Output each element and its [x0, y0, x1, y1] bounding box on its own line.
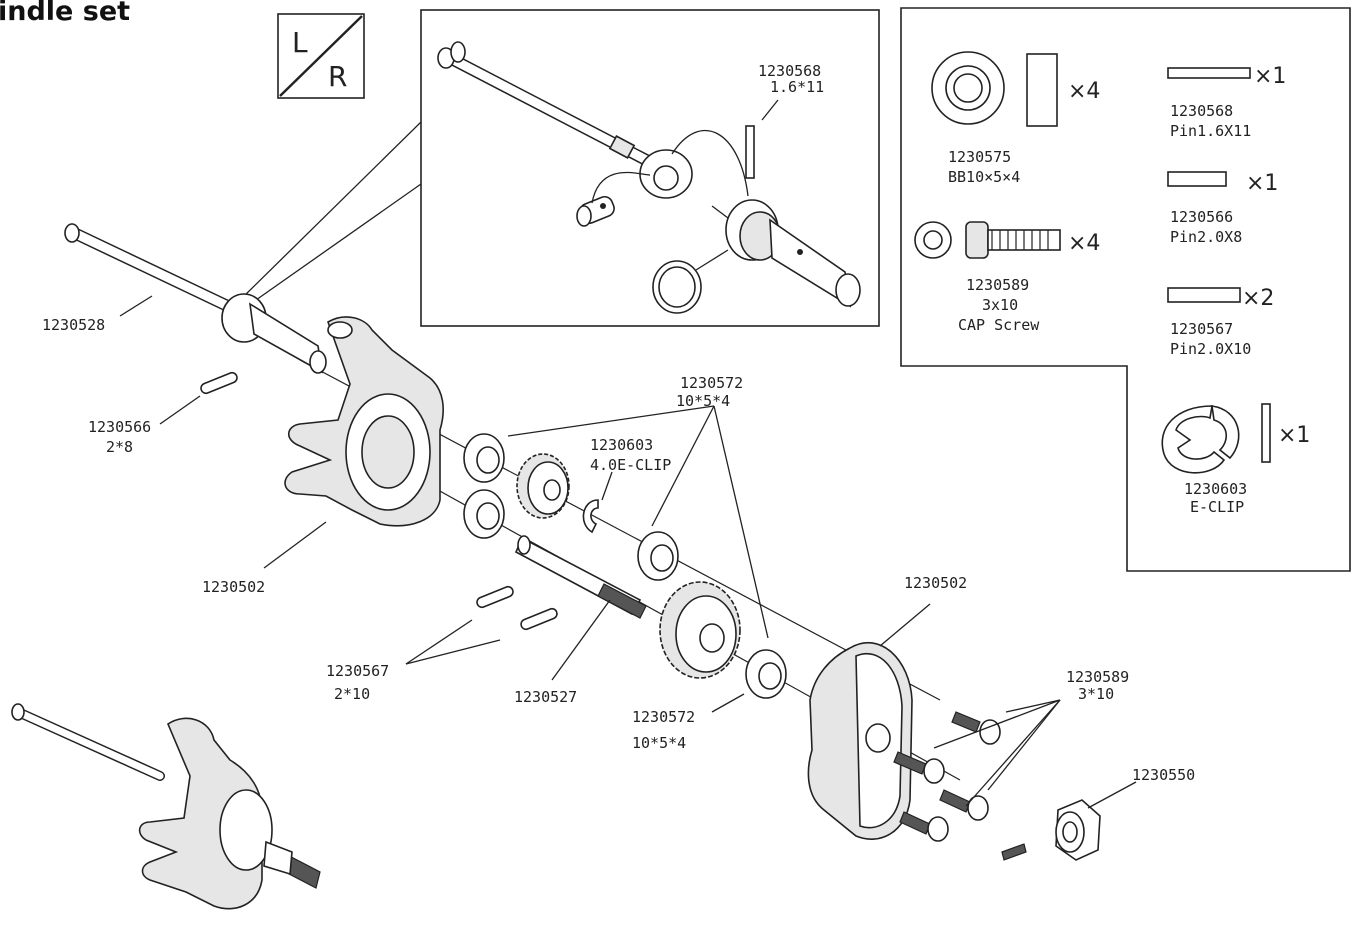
legend-eclip-part-no: 1230603 [1184, 480, 1247, 498]
leader-1230502-left [263, 521, 327, 569]
label-1230572-bottom-part-no: 1230572 [632, 708, 695, 726]
e-clip [582, 499, 599, 534]
leader-1230572-top [507, 405, 769, 639]
wheel-hex [1055, 799, 1101, 861]
bearing-lower [463, 489, 505, 539]
legend-pin-3: ×2 1230567 Pin2.0X10 [1167, 286, 1274, 358]
label-1230528: 1230528 [42, 316, 105, 334]
legend-pin2-qty: ×1 [1246, 171, 1278, 196]
axle-shaft [514, 535, 647, 619]
leader-1230502-right [879, 603, 931, 647]
label-1230572-bottom-spec: 10*5*4 [632, 734, 686, 752]
leader-1230527 [551, 599, 611, 681]
drive-shaft [64, 223, 327, 374]
legend-pin1-spec: Pin1.6X11 [1170, 122, 1251, 140]
legend-e-clip: ×1 1230603 E-CLIP [1161, 403, 1310, 516]
legend-screw-qty: ×4 [1068, 231, 1100, 256]
legend-bearing-spec: BB10×5×4 [948, 168, 1020, 186]
cap-screw-4 [899, 811, 949, 842]
legend-screw-spec: 3x10 [982, 296, 1018, 314]
cap-screw-2 [893, 751, 945, 784]
bearing-outer [745, 649, 787, 699]
legend-eclip-qty: ×1 [1278, 423, 1310, 448]
label-1230502-right: 1230502 [904, 574, 967, 592]
legend-screw-desc: CAP Screw [958, 316, 1040, 334]
large-gear [659, 581, 741, 679]
legend-pin1-qty: ×1 [1254, 64, 1286, 89]
legend-cap-screw: ×4 1230589 3x10 CAP Screw [914, 221, 1100, 334]
leader-1230589 [933, 699, 1061, 807]
assembled-view [11, 703, 321, 910]
label-1230603-part-no: 1230603 [590, 436, 653, 454]
legend-screw-part-no: 1230589 [966, 276, 1029, 294]
bearing-middle [637, 531, 679, 581]
detail-inset: 1230568 1.6*11 [239, 9, 880, 327]
cap-screw-3 [939, 789, 989, 821]
detail-retaining-ring [652, 249, 729, 314]
label-1230603-spec: 4.0E-CLIP [590, 456, 671, 474]
small-gear [516, 453, 570, 519]
gear-housing-cover [807, 641, 913, 840]
bearing-upper [463, 433, 505, 483]
leader-1230603 [601, 471, 613, 501]
leader-1230550 [1087, 781, 1137, 809]
detail-cross-pin [576, 171, 651, 227]
pin-1230567-a [476, 585, 514, 609]
label-1230527: 1230527 [514, 688, 577, 706]
legend-pin3-part-no: 1230567 [1170, 320, 1233, 338]
pin-1230566 [200, 371, 238, 395]
legend-pin2-part-no: 1230566 [1170, 208, 1233, 226]
detail-pin-part-no: 1230568 [758, 62, 821, 80]
parts-legend: ×4 1230575 BB10×5×4 ×4 1230589 3x10 CAP … [900, 7, 1351, 572]
badge-left-letter: L [292, 26, 308, 59]
detail-cv-joint [711, 199, 861, 308]
label-1230567-spec: 2*10 [334, 685, 370, 703]
detail-pin [671, 99, 779, 197]
legend-pin-1: ×1 1230568 Pin1.6X11 [1167, 64, 1286, 140]
leader-1230566 [159, 395, 201, 425]
label-1230566-spec: 2*8 [106, 438, 133, 456]
label-1230567-part-no: 1230567 [326, 662, 389, 680]
legend-pin2-spec: Pin2.0X8 [1170, 228, 1242, 246]
label-1230572-top-part-no: 1230572 [680, 374, 743, 392]
legend-pin1-part-no: 1230568 [1170, 102, 1233, 120]
legend-eclip-spec: E-CLIP [1190, 498, 1244, 516]
spindle-knuckle [284, 316, 444, 527]
label-1230572-top-spec: 10*5*4 [676, 392, 730, 410]
pin-1230567-b [520, 607, 558, 631]
label-1230589-spec: 3*10 [1078, 685, 1114, 703]
detail-pin-spec: 1.6*11 [770, 78, 824, 96]
legend-bearing-part-no: 1230575 [948, 148, 1011, 166]
legend-pin3-spec: Pin2.0X10 [1170, 340, 1251, 358]
cap-screw-1 [951, 711, 1001, 745]
legend-bearing-qty: ×4 [1068, 79, 1100, 104]
leader-1230572-bottom [711, 693, 745, 713]
detail-drive-shaft [437, 41, 693, 199]
legend-pin-2: ×1 1230566 Pin2.0X8 [1167, 171, 1278, 246]
label-1230502-left: 1230502 [202, 578, 265, 596]
label-1230566-part-no: 1230566 [88, 418, 151, 436]
badge-right-letter: R [328, 60, 347, 93]
legend-pin3-qty: ×2 [1242, 286, 1274, 311]
diagram-title: indle set [0, 0, 130, 27]
leader-1230567 [405, 619, 501, 665]
set-screw [1001, 843, 1027, 861]
label-1230589-part-no: 1230589 [1066, 668, 1129, 686]
legend-bearing: ×4 1230575 BB10×5×4 [931, 51, 1100, 186]
label-1230550: 1230550 [1132, 766, 1195, 784]
leader-1230528 [119, 295, 153, 317]
left-right-badge: L R [277, 13, 365, 99]
